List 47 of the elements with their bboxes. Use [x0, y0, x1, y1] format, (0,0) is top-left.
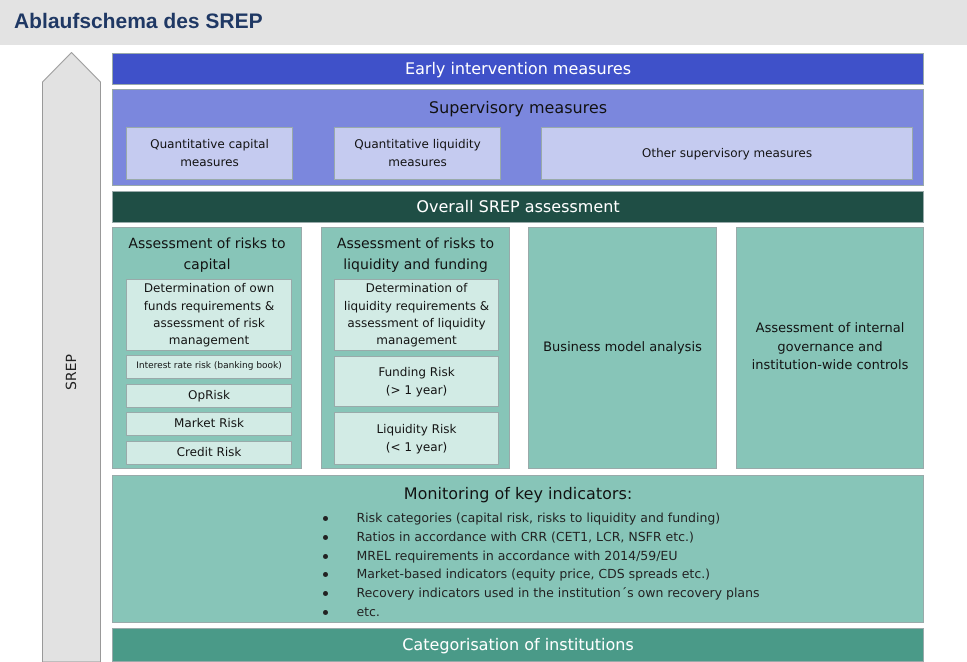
- box: [126, 441, 292, 465]
- box: [528, 227, 717, 469]
- panel: [112, 227, 302, 469]
- box-label: Determination of own funds requirements & assessment of risk management: [142, 280, 276, 350]
- title: Ablaufschema des SREP: [14, 10, 263, 34]
- box-label: OpRisk: [187, 387, 231, 404]
- list-item: MREL requirements in accordance with 2014/59/EU: [356, 548, 678, 563]
- box: [736, 227, 924, 469]
- box-label: Quantitative capital measures: [149, 136, 270, 170]
- panel-heading: Assessment of risks to capital: [127, 235, 287, 275]
- list-item: Recovery indicators used in the institution´s own recovery plans: [356, 585, 760, 600]
- box-label: Credit Risk: [176, 444, 242, 462]
- box: [126, 127, 293, 180]
- box: [126, 384, 292, 408]
- band-label: Categorisation of institutions: [401, 634, 635, 656]
- box: [126, 279, 292, 351]
- band: [112, 628, 924, 662]
- list-item: etc.: [356, 604, 380, 619]
- panel: [112, 89, 924, 186]
- panel-heading: Monitoring of key indicators:: [402, 483, 634, 505]
- band: [112, 53, 924, 85]
- box-label: Interest rate risk (banking book): [135, 360, 283, 374]
- box-label: Other supervisory measures: [640, 144, 814, 162]
- box-label: Business model analysis: [542, 338, 703, 357]
- panel: [321, 227, 510, 469]
- box-label: Funding Risk (> 1 year): [377, 364, 456, 398]
- box-label: Determination of liquidity requirements & assessment of liquidity management: [342, 280, 490, 350]
- box-label: Liquidity Risk (< 1 year): [375, 421, 458, 456]
- list-item: Market-based indicators (equity price, CDS spreads etc.): [356, 566, 710, 582]
- band-label: Early intervention measures: [404, 58, 632, 80]
- arrow-label: SREP: [64, 354, 80, 390]
- panel-heading: Supervisory measures: [428, 97, 608, 119]
- box: [126, 412, 292, 436]
- box-label: Assessment of internal governance and institution-wide controls: [750, 320, 910, 376]
- box-label: Market Risk: [173, 415, 245, 432]
- panel-heading: Assessment of risks to liquidity and funding: [336, 235, 496, 275]
- box-label: Quantitative liquidity measures: [353, 136, 482, 170]
- box: [334, 356, 499, 407]
- list-item: Ratios in accordance with CRR (CET1, LCR, NSFR etc.): [356, 528, 694, 544]
- box: [334, 412, 499, 465]
- band-label: Overall SREP assessment: [415, 196, 621, 218]
- box: [126, 355, 292, 379]
- box: [334, 127, 501, 180]
- box: [541, 127, 913, 180]
- band: [112, 191, 924, 223]
- list-item: Risk categories (capital risk, risks to liquidity and funding): [356, 510, 720, 526]
- panel: [112, 475, 924, 623]
